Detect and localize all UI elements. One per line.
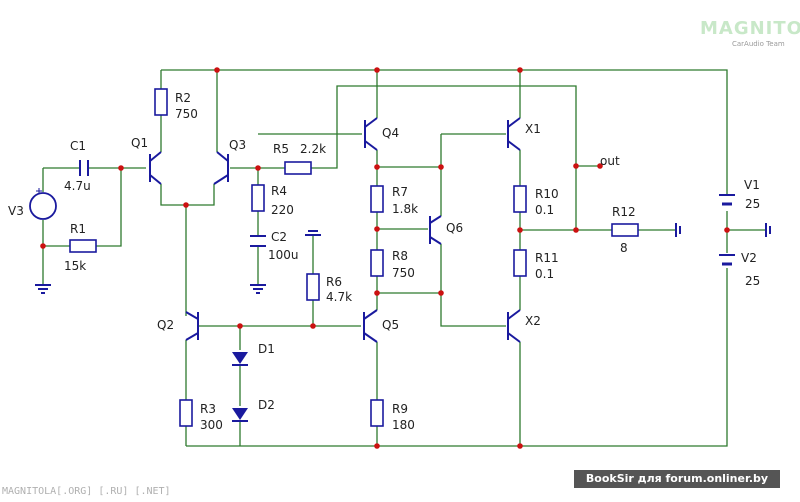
resistor-r10 [513, 185, 527, 213]
resistors [69, 88, 639, 427]
resistor-r9 [370, 399, 384, 427]
resistor-r2 [154, 88, 168, 116]
value-r4: 220 [271, 203, 294, 217]
label-c2: C2 [271, 230, 287, 244]
value-r3: 300 [200, 418, 223, 432]
value-r6: 4.7k [326, 290, 352, 304]
label-r1: R1 [70, 222, 86, 236]
value-r12: 8 [620, 241, 628, 255]
battery-v1 [719, 194, 735, 206]
label-x2: X2 [525, 314, 541, 328]
diode-d1 [232, 352, 248, 366]
label-d1: D1 [258, 342, 275, 356]
label-r12: R12 [612, 205, 636, 219]
label-q5: Q5 [382, 318, 399, 332]
label-r2: R2 [175, 91, 191, 105]
label-d2: D2 [258, 398, 275, 412]
value-c2: 100u [268, 248, 299, 262]
battery-v2 [719, 254, 735, 266]
label-r8: R8 [392, 249, 408, 263]
value-r1: 15k [64, 259, 86, 273]
label-x1: X1 [525, 122, 541, 136]
label-r9: R9 [392, 402, 408, 416]
capacitor-c2 [250, 235, 266, 247]
label-r7: R7 [392, 185, 408, 199]
magnitola-logo: MAGNITOLA [700, 18, 800, 39]
diode-d2 [232, 408, 248, 422]
transistor-q2 [185, 311, 199, 341]
transistor-q3 [213, 151, 229, 185]
junction-nodes [40, 67, 730, 449]
label-c1: C1 [70, 139, 86, 153]
label-v3: V3 [8, 204, 24, 218]
value-r8: 750 [392, 266, 415, 280]
label-r6: R6 [326, 275, 342, 289]
label-r3: R3 [200, 402, 216, 416]
label-r11: R11 [535, 251, 559, 265]
transistor-q4 [364, 117, 378, 151]
capacitor-c1 [79, 160, 89, 176]
resistor-r12 [611, 223, 639, 237]
ground-symbols [35, 223, 771, 294]
resistor-r11 [513, 249, 527, 277]
transistor-q1 [149, 151, 162, 185]
value-r5: 2.2k [300, 142, 326, 156]
transistor-x1 [507, 117, 521, 151]
resistor-r6 [306, 273, 320, 301]
label-q3: Q3 [229, 138, 246, 152]
label-v2: V2 [741, 251, 757, 265]
resistor-r8 [370, 249, 384, 277]
transistor-q6 [429, 215, 442, 245]
label-r4: R4 [271, 184, 287, 198]
label-v1: V1 [744, 178, 760, 192]
label-q1: Q1 [131, 136, 148, 150]
logo-subtitle: CarAudio Team [732, 40, 785, 48]
resistor-r1 [69, 239, 97, 253]
signal-source-v3 [29, 188, 57, 220]
resistor-r5 [284, 161, 312, 175]
author-credit: BookSir для forum.onliner.by [574, 470, 780, 488]
label-q6: Q6 [446, 221, 463, 235]
label-r5: R5 [273, 142, 289, 156]
value-r11: 0.1 [535, 267, 554, 281]
resistor-r3 [179, 399, 193, 427]
value-r7: 1.8k [392, 202, 418, 216]
value-r2: 750 [175, 107, 198, 121]
label-q4: Q4 [382, 126, 399, 140]
label-q2: Q2 [157, 318, 174, 332]
value-c1: 4.7u [64, 179, 91, 193]
resistor-r7 [370, 185, 384, 213]
transistor-q5 [363, 309, 378, 343]
value-v2: 25 [745, 274, 760, 288]
value-v1: 25 [745, 197, 760, 211]
watermark-site: MAGNITOLA[.ORG] [.RU] [.NET] [2, 486, 171, 497]
value-r10: 0.1 [535, 203, 554, 217]
value-r9: 180 [392, 418, 415, 432]
label-r10: R10 [535, 187, 559, 201]
label-out: out [600, 154, 620, 168]
transistor-x2 [507, 309, 521, 343]
component-labels: C1 4.7u V3 R1 15k Q1 R2 750 Q3 R5 2.2k R… [8, 91, 760, 432]
resistor-r4 [251, 184, 265, 212]
